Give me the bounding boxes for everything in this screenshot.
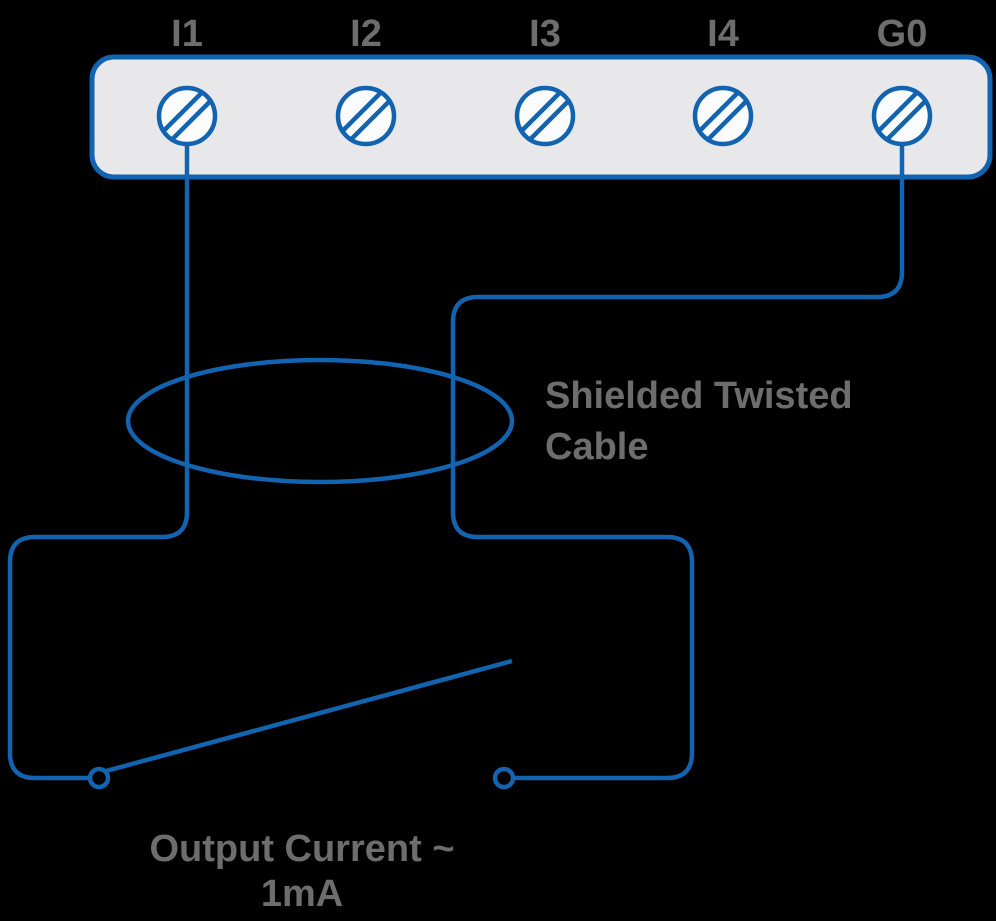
- wire-i1-to-switch: [7, 144, 190, 781]
- switch-contact-left-icon: [87, 766, 111, 790]
- wire-g0-to-switch: [450, 144, 905, 781]
- terminal-screw-icon-i2: [335, 85, 397, 147]
- switch-blade-icon: [105, 658, 513, 774]
- terminal-label-g0: G0: [877, 13, 928, 55]
- terminal-label-i2: I2: [350, 13, 382, 55]
- terminal-label-i4: I4: [707, 13, 739, 55]
- cable-label-line2: Cable: [545, 426, 648, 468]
- output-current-label-line1: Output Current ~: [149, 828, 454, 870]
- terminal-screw-icon-i4: [692, 85, 754, 147]
- terminal-label-i3: I3: [529, 13, 561, 55]
- switch-contact-right-icon: [492, 766, 516, 790]
- cable-label-line1: Shielded Twisted: [545, 375, 853, 417]
- terminal-screw-icon-i1: [156, 85, 218, 147]
- terminal-label-i1: I1: [171, 13, 203, 55]
- cable-shield-ellipse-icon: [125, 357, 515, 485]
- terminal-screw-icon-i3: [514, 85, 576, 147]
- terminal-screw-icon-g0: [871, 85, 933, 147]
- output-current-label-line2: 1mA: [261, 873, 343, 915]
